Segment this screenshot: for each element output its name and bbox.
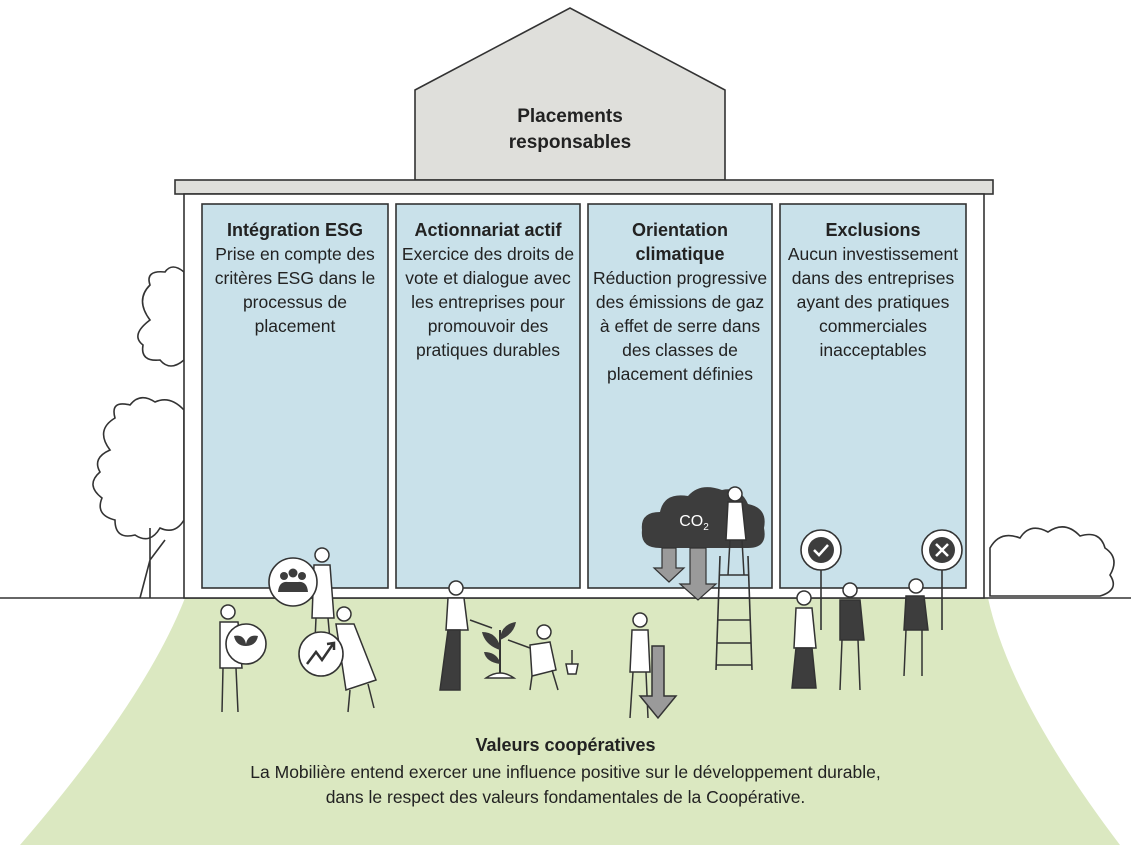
- lawn: [20, 598, 1120, 845]
- co2-label: CO2: [668, 513, 720, 533]
- bush-right: [989, 526, 1115, 597]
- foundation-line1: La Mobilière entend exercer une influenc…: [250, 762, 881, 782]
- pillar-4-text: Exclusions Aucun investissement dans des…: [783, 218, 963, 362]
- down-arrow-icon: [652, 547, 686, 583]
- pillar-description: Prise en compte des critères ESG dans le…: [214, 244, 376, 336]
- ladder: [715, 555, 753, 671]
- co2-text: CO: [679, 513, 704, 530]
- people-gardening: [439, 580, 559, 691]
- people-icon: [268, 557, 318, 607]
- growth-arrow-icon: [298, 631, 344, 677]
- pillar-title: Exclusions: [825, 220, 921, 240]
- co2-subscript: 2: [703, 522, 709, 534]
- pillar-2-text: Actionnariat actif Exercice des droits d…: [398, 218, 578, 362]
- roof-title-line1: Placements: [517, 106, 623, 127]
- tree-left: [92, 266, 185, 599]
- shovel-icon: [565, 650, 579, 675]
- foundation-text: La Mobilière entend exercer une influenc…: [140, 760, 991, 810]
- plant: [482, 622, 517, 679]
- pillar-title: Intégration ESG: [226, 220, 363, 240]
- leaf-icon: [225, 623, 267, 665]
- foundation-line2: dans le respect des valeurs fondamentale…: [325, 787, 806, 807]
- down-arrow-icon: [638, 645, 678, 720]
- people-right: [791, 578, 929, 691]
- roof-title: Placements responsables: [470, 104, 670, 156]
- pillar-2: [395, 203, 581, 589]
- down-arrow-icon: [678, 547, 718, 601]
- entablature: [174, 179, 994, 195]
- person-arrow: [629, 612, 678, 720]
- roof-title-line2: responsables: [508, 132, 632, 153]
- person-climbing: [725, 486, 747, 576]
- pillar-4: [779, 203, 967, 589]
- pillar-description: Réduction progressive des émissions de g…: [592, 268, 768, 384]
- pillar-description: Aucun investissement dans des entreprise…: [787, 244, 959, 360]
- pillar-1-text: Intégration ESG Prise en compte des crit…: [205, 218, 385, 338]
- pillar-3-text: Orientation climatique Réduction progres…: [590, 218, 770, 386]
- checkmark-icon: [800, 529, 842, 630]
- roof: [414, 7, 726, 181]
- pillar-title: Actionnariat actif: [414, 220, 562, 240]
- foundation-title: Valeurs coopératives: [475, 735, 656, 755]
- cross-icon: [921, 529, 963, 630]
- pillar-title: Orientation climatique: [631, 220, 728, 264]
- pillar-description: Exercice des droits de vote et dialogue …: [401, 244, 575, 360]
- pillar-1: [201, 203, 389, 589]
